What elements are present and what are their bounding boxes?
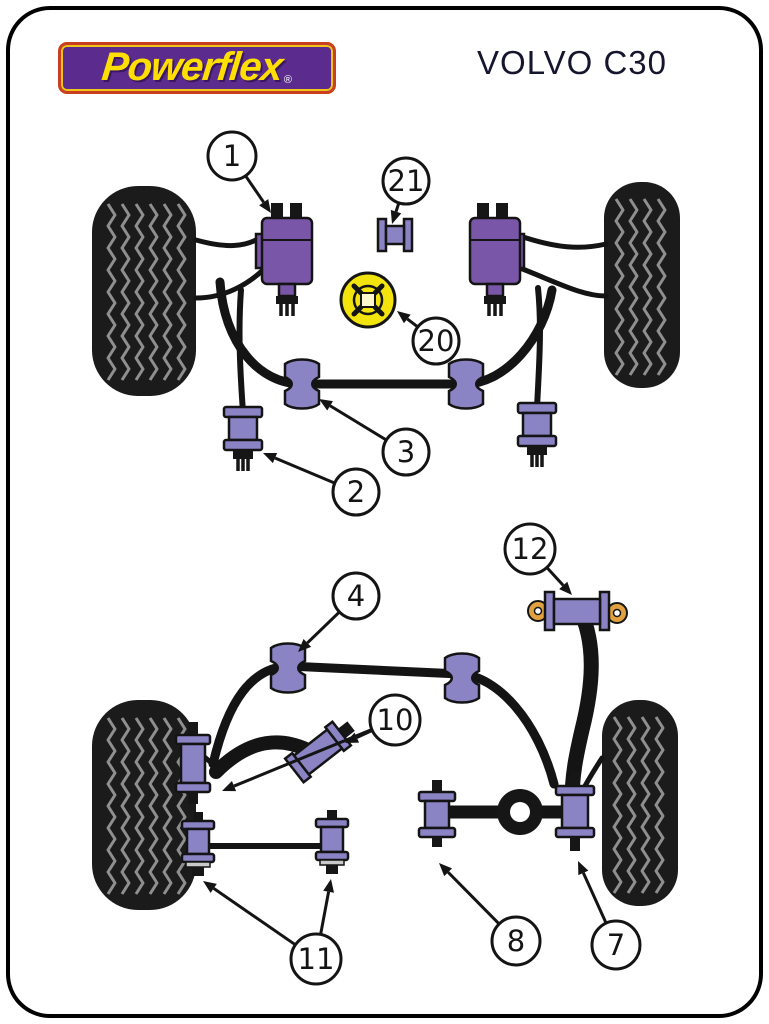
callout-label-21: 21 bbox=[388, 164, 425, 198]
rear-tie-bar-bushing-left bbox=[180, 812, 216, 876]
callout-label-1: 1 bbox=[223, 139, 241, 173]
callout-circle-11 bbox=[289, 932, 343, 986]
callout-label-10: 10 bbox=[377, 703, 414, 737]
rear-lower-arm-bushing-8 bbox=[417, 780, 457, 847]
callout-circle-8 bbox=[490, 915, 542, 967]
callout-label-12: 12 bbox=[512, 532, 549, 566]
rear-right-tire bbox=[602, 700, 678, 906]
rear-trailing-arm-bushing-12 bbox=[527, 590, 628, 632]
callout-circle-4 bbox=[331, 571, 381, 621]
callout-arrow-3 bbox=[329, 404, 388, 442]
callout-arrowhead-icon bbox=[203, 881, 217, 893]
callout-arrow-7 bbox=[581, 872, 608, 924]
callout-circle-12 bbox=[503, 522, 557, 576]
callout-label-8: 8 bbox=[507, 924, 525, 958]
callout-circle-20 bbox=[411, 316, 461, 366]
callout-arrow-1 bbox=[244, 174, 265, 204]
callout-circle-10 bbox=[368, 693, 422, 747]
front-left-tire bbox=[92, 186, 196, 396]
callout-arrowhead-icon bbox=[390, 209, 402, 224]
page-title: VOLVO C30 bbox=[477, 44, 667, 81]
rear-hub-bushing-7 bbox=[554, 772, 596, 851]
callout-circle-21 bbox=[381, 156, 431, 206]
small-bushing-21 bbox=[376, 217, 414, 253]
callout-label-2: 2 bbox=[347, 475, 365, 509]
callout-arrowhead-icon bbox=[397, 311, 411, 324]
callout-arrowhead-icon bbox=[323, 879, 335, 893]
callout-arrowhead-icon bbox=[263, 452, 278, 464]
callout-arrow-21 bbox=[394, 202, 401, 213]
callout-label-3: 3 bbox=[397, 435, 415, 469]
callout-arrow-12 bbox=[545, 566, 565, 587]
callout-arrow-2 bbox=[274, 456, 336, 485]
powerflex-logo: Powerflex ® bbox=[58, 42, 336, 94]
callout-arrowhead-icon bbox=[559, 581, 572, 595]
callout-label-20: 20 bbox=[418, 324, 455, 358]
front-suspension-linework bbox=[193, 233, 609, 415]
callout-circle-3 bbox=[381, 427, 431, 477]
callout-arrow-8 bbox=[447, 871, 501, 925]
front-lower-bushing-left bbox=[222, 405, 264, 471]
rear-arm-front-bushing bbox=[174, 722, 212, 804]
steering-bushing-20 bbox=[339, 271, 397, 329]
callout-arrowhead-icon bbox=[439, 863, 453, 877]
front-engine-mount-right bbox=[468, 203, 526, 316]
front-engine-mount-left bbox=[254, 203, 314, 316]
callout-arrowhead-icon bbox=[319, 399, 333, 411]
rear-hub-ring bbox=[497, 789, 543, 835]
callout-circle-7 bbox=[590, 919, 642, 971]
callout-arrow-11 bbox=[212, 887, 297, 947]
callout-arrow-11 bbox=[319, 891, 331, 935]
callout-arrowhead-icon bbox=[578, 861, 589, 876]
rear-tie-bar-bushing-right bbox=[314, 810, 350, 874]
callout-arrow-20 bbox=[406, 317, 419, 329]
callout-circle-2 bbox=[331, 467, 381, 517]
callout-arrowhead-icon bbox=[222, 780, 237, 792]
callout-arrow-10 bbox=[233, 728, 373, 788]
callout-label-4: 4 bbox=[347, 579, 365, 613]
callout-arrow-4 bbox=[306, 610, 341, 645]
callout-circle-1 bbox=[206, 130, 258, 182]
callout-label-11: 11 bbox=[298, 942, 335, 976]
front-lower-bushing-right bbox=[516, 401, 558, 467]
callout-arrowhead-icon bbox=[298, 639, 312, 652]
registered-trademark-icon: ® bbox=[283, 74, 293, 86]
callout-label-7: 7 bbox=[607, 928, 625, 962]
rear-left-tire bbox=[92, 700, 196, 910]
front-right-tire bbox=[604, 182, 680, 388]
callout-arrowhead-icon bbox=[259, 199, 271, 213]
